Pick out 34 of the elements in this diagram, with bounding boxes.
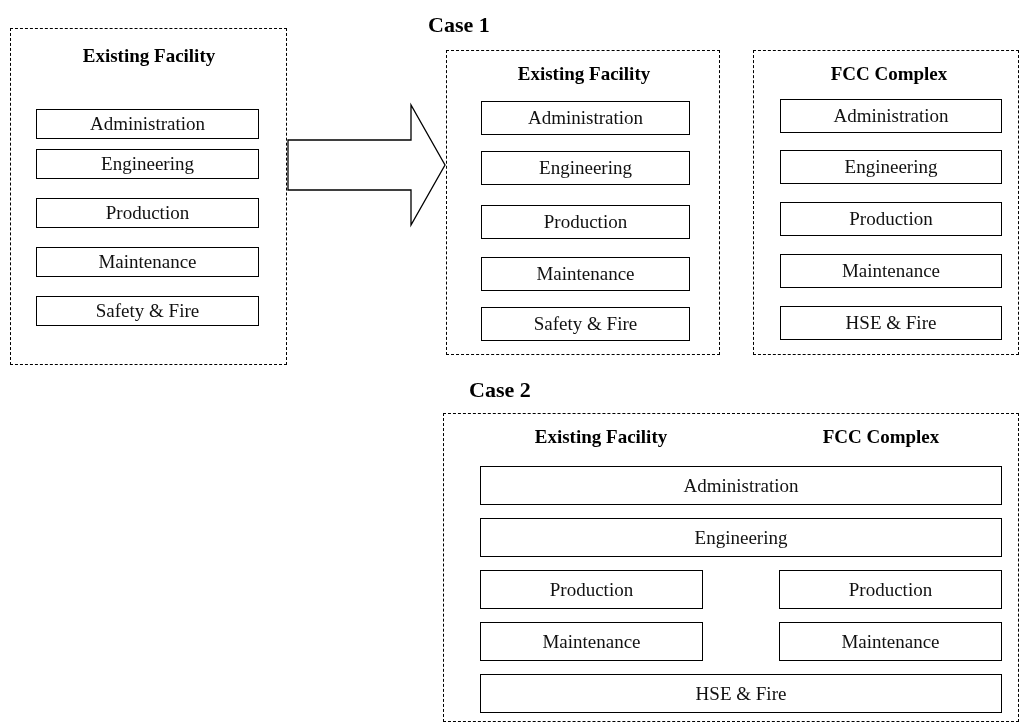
group-heading: FCC Complex [830, 63, 948, 85]
group-frame [446, 50, 720, 355]
group-heading: Existing Facility [534, 426, 668, 448]
department-box: Engineering [36, 149, 259, 179]
department-box: Engineering [780, 150, 1002, 184]
group-heading: Existing Facility [82, 45, 216, 67]
group-heading: FCC Complex [822, 426, 940, 448]
department-box: Administration [36, 109, 259, 139]
group-heading: Existing Facility [517, 63, 651, 85]
department-box: Production [780, 202, 1002, 236]
department-box: Production [480, 570, 703, 609]
department-box: Maintenance [779, 622, 1002, 661]
department-box: Maintenance [481, 257, 690, 291]
department-box: Engineering [480, 518, 1002, 557]
case-heading: Case 1 [428, 12, 490, 38]
group-frame [10, 28, 287, 365]
department-box: Administration [481, 101, 690, 135]
department-box: Maintenance [36, 247, 259, 277]
department-box: Safety & Fire [481, 307, 690, 341]
department-box: Engineering [481, 151, 690, 185]
department-box: Production [36, 198, 259, 228]
department-box: Maintenance [480, 622, 703, 661]
department-box: Administration [780, 99, 1002, 133]
block-arrow [287, 102, 446, 228]
department-box: Administration [480, 466, 1002, 505]
department-box: Safety & Fire [36, 296, 259, 326]
group-frame [753, 50, 1019, 355]
department-box: HSE & Fire [480, 674, 1002, 713]
department-box: Maintenance [780, 254, 1002, 288]
case-heading: Case 2 [469, 377, 531, 403]
department-box: Production [779, 570, 1002, 609]
department-box: Production [481, 205, 690, 239]
group-frame [443, 413, 1019, 722]
department-box: HSE & Fire [780, 306, 1002, 340]
